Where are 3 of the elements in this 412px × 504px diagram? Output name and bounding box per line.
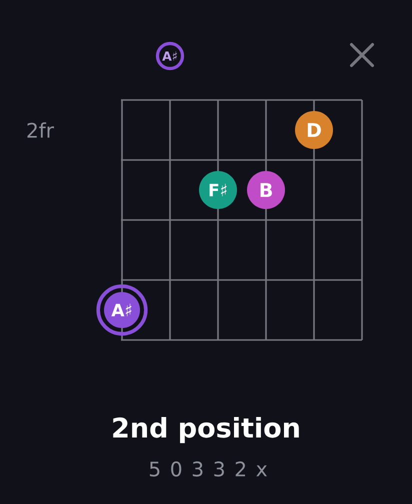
fingering-caption: 5 0 3 3 2 x bbox=[150, 461, 267, 477]
fret-number: 2fr bbox=[27, 122, 54, 138]
title: 2nd position bbox=[113, 416, 299, 444]
